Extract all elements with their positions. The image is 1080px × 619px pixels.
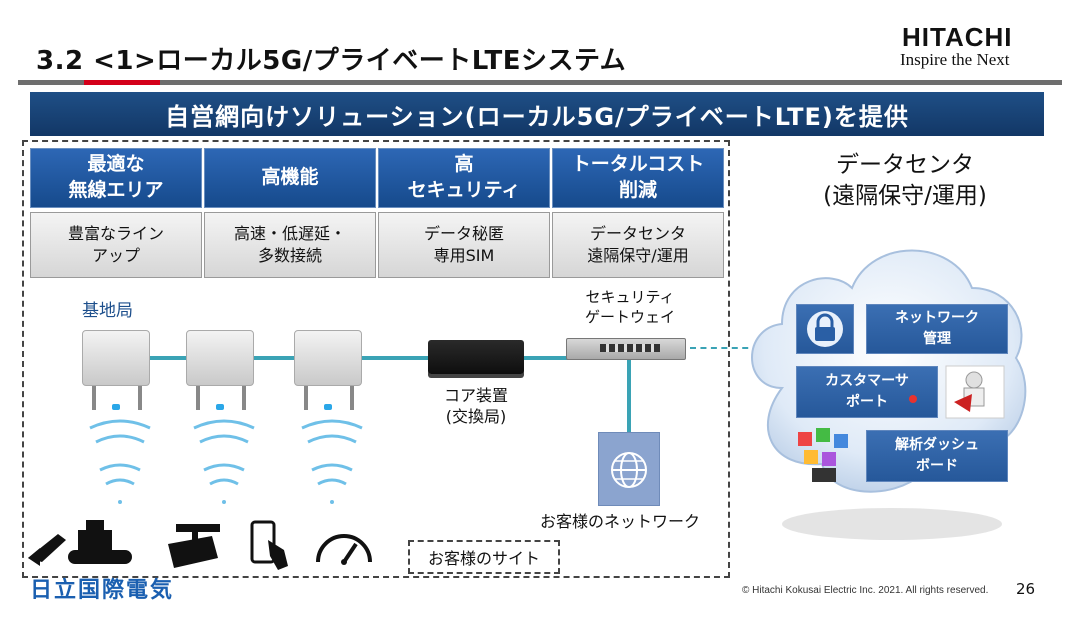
feature-high-function: 高機能 — [204, 148, 376, 208]
antenna-icon — [350, 386, 354, 410]
smartphone-icon — [250, 520, 288, 570]
feature-desc-lineup: 豊富なライン アップ — [30, 212, 202, 278]
customer-support: カスタマーサ ポート — [796, 366, 938, 418]
page-title: 3.2 <1>ローカル5G/プライベートLTEシステム — [36, 46, 627, 76]
feature-cost-reduction: トータルコスト 削減 — [552, 148, 724, 208]
network-link-vertical — [627, 360, 631, 434]
status-led-icon — [216, 404, 224, 410]
gateway-ports — [600, 344, 660, 352]
datacenter-link — [690, 347, 790, 349]
antenna-icon — [242, 386, 246, 410]
page-number: 26 — [1016, 580, 1036, 598]
feature-wireless-area: 最適な 無線エリア — [30, 148, 202, 208]
customer-site-boundary — [22, 140, 730, 578]
customer-network-label: お客様のネットワーク — [540, 512, 701, 531]
radio-waves-icon — [89, 419, 363, 504]
antenna-icon — [92, 386, 96, 410]
construction-machine-icon — [28, 520, 132, 566]
solution-banner: 自営網向けソリューション(ローカル5G/プライベートLTE)を提供 — [30, 92, 1044, 136]
antenna-icon — [304, 386, 308, 410]
access-point-2 — [186, 330, 254, 386]
antenna-icon — [138, 386, 142, 410]
kokusai-logo: 日立国際電気 — [30, 578, 175, 603]
feature-desc-datacenter: データセンタ 遠隔保守/運用 — [552, 212, 724, 278]
access-point-1 — [82, 330, 150, 386]
alert-dot-icon — [909, 395, 917, 403]
hitachi-logo: HITACHI — [902, 22, 1013, 52]
globe-icon — [611, 452, 647, 488]
hitachi-tagline: Inspire the Next — [900, 50, 1010, 69]
status-led-icon — [324, 404, 332, 410]
security-camera-icon — [168, 524, 220, 568]
core-equipment — [428, 340, 524, 374]
gauge-icon — [316, 534, 372, 565]
support-person-icon — [945, 365, 1005, 419]
feature-security: 高 セキュリティ — [378, 148, 550, 208]
header-divider-accent — [84, 80, 160, 85]
base-station-label: 基地局 — [82, 301, 133, 321]
status-led-icon — [112, 404, 120, 410]
gateway-label: セキュリティ ゲートウェイ — [584, 288, 675, 326]
antenna-icon — [196, 386, 200, 410]
analytics-dashboard: 解析ダッシュ ボード — [866, 430, 1008, 482]
customer-site-label: お客様のサイト — [408, 540, 560, 574]
header-divider — [18, 80, 1062, 85]
lock-icon — [807, 311, 843, 347]
core-label: コア装置 (交換局) — [443, 386, 508, 426]
network-management: ネットワーク 管理 — [866, 304, 1008, 354]
app-icons-cluster-icon — [798, 428, 848, 482]
datacenter-title: データセンタ (遠隔保守/運用) — [823, 152, 987, 210]
feature-desc-sim: データ秘匿 専用SIM — [378, 212, 550, 278]
feature-desc-performance: 高速・低遅延・ 多数接続 — [204, 212, 376, 278]
access-point-3 — [294, 330, 362, 386]
copyright: © Hitachi Kokusai Electric Inc. 2021. Al… — [742, 585, 989, 596]
